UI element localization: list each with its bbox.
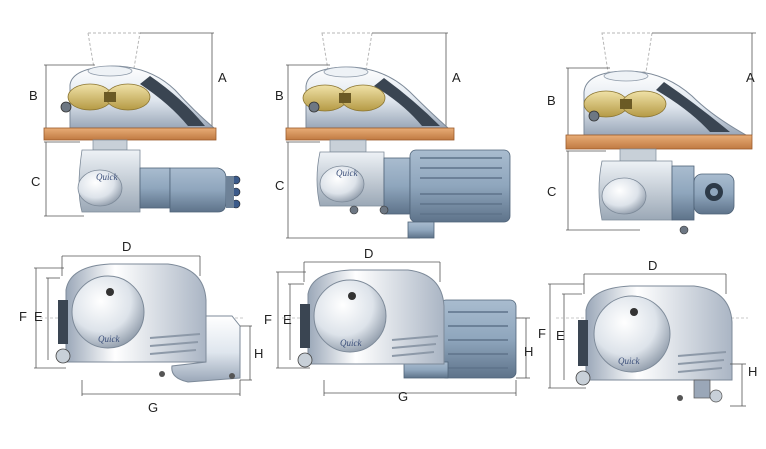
dimension-label-c: C: [275, 178, 284, 193]
dimension-label-c: C: [31, 174, 40, 189]
dimension-label-f: F: [538, 326, 546, 341]
side-view-hydraulic-unit: A B C Quick: [29, 32, 241, 217]
dimension-label-b: B: [547, 93, 556, 108]
side-view-electric-compact-motor-unit: A B C: [547, 32, 756, 235]
dimension-label-b: B: [29, 88, 38, 103]
dimension-label-g: G: [148, 400, 158, 415]
dimension-label-d: D: [122, 239, 131, 254]
dimension-label-g: G: [398, 389, 408, 404]
front-view-hydraulic-unit: D F E Quick H G: [19, 239, 263, 415]
dimension-label-a: A: [218, 70, 227, 85]
dimension-label-f: F: [19, 309, 27, 324]
dimension-label-f: F: [264, 312, 272, 327]
dimension-label-e: E: [556, 328, 565, 343]
side-view-electric-large-motor-unit: A B C Quick: [275, 32, 511, 239]
brand-logo: Quick: [96, 172, 118, 182]
dimension-label-h: H: [524, 344, 533, 359]
brand-logo: Quick: [618, 356, 640, 366]
brand-logo: Quick: [336, 168, 358, 178]
brand-logo: Quick: [98, 334, 120, 344]
dimension-label-d: D: [364, 246, 373, 261]
dimension-label-a: A: [452, 70, 461, 85]
dimension-label-h: H: [748, 364, 757, 379]
front-view-electric-compact-motor-unit: D F E Quick H: [538, 258, 757, 407]
dimension-label-e: E: [34, 309, 43, 324]
dimension-label-c: C: [547, 184, 556, 199]
front-view-electric-large-motor-unit: D F E Quick H G: [264, 246, 533, 404]
brand-logo: Quick: [340, 338, 362, 348]
dimension-label-a: A: [746, 70, 755, 85]
dimension-label-d: D: [648, 258, 657, 273]
dimension-label-h: H: [254, 346, 263, 361]
dimension-label-e: E: [283, 312, 292, 327]
dimension-label-b: B: [275, 88, 284, 103]
